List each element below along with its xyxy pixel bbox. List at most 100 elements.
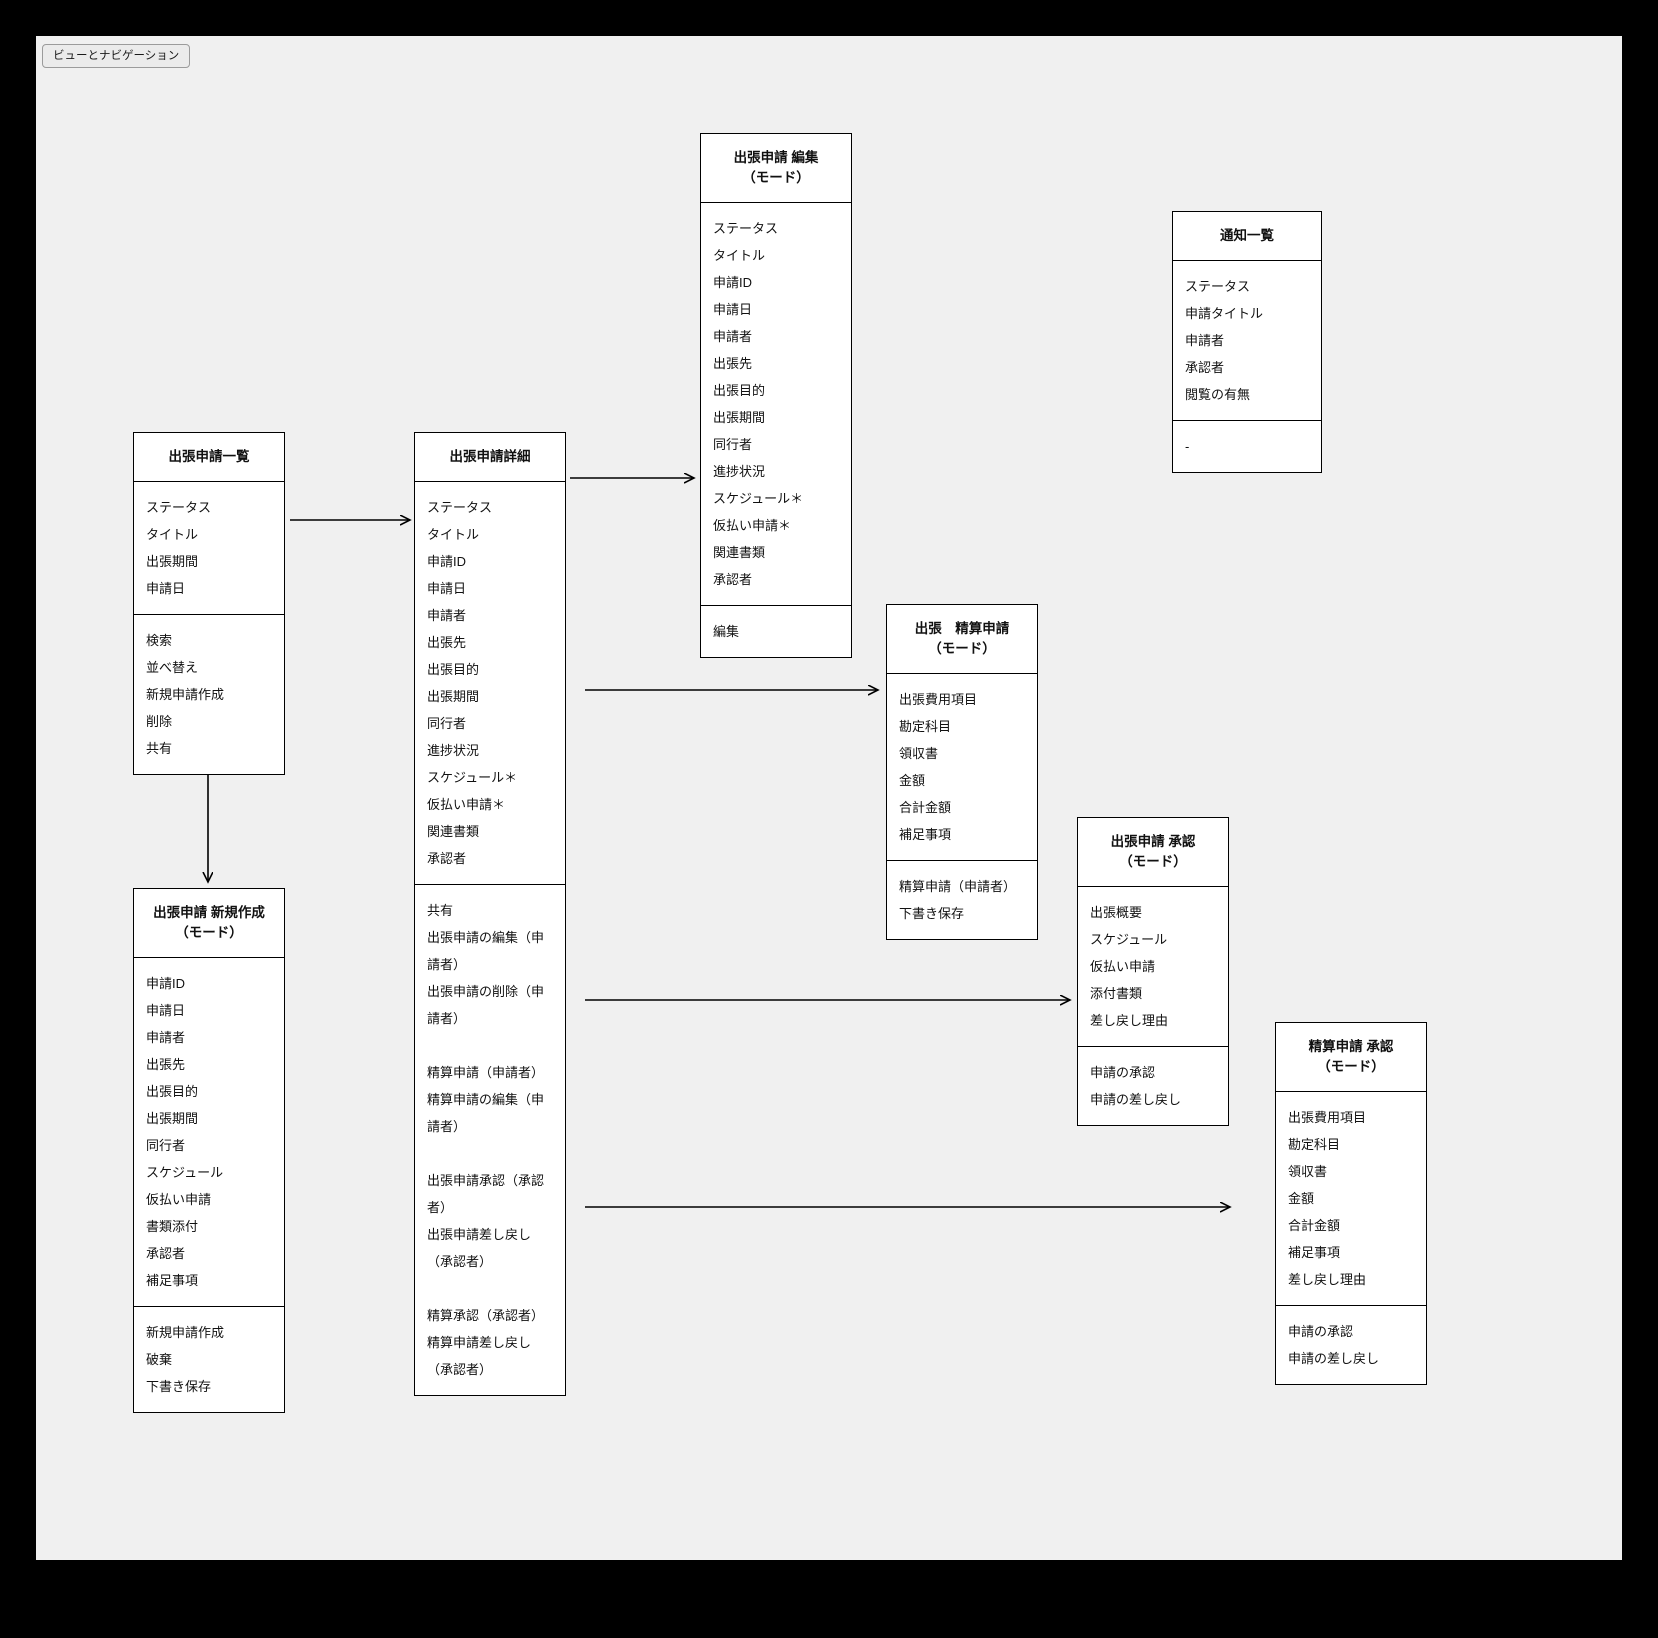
list-item: タイトル [146, 527, 199, 542]
list-item: 勘定科目 [899, 719, 952, 734]
list-item: 出張概要 [1090, 905, 1143, 920]
box-title: 出張申請 承認 [1110, 834, 1196, 849]
list-item [415, 1140, 565, 1167]
list-item: 閲覧の有無 [1185, 387, 1251, 402]
list-item: 下書き保存 [146, 1379, 212, 1394]
list-item: 仮払い申請 [146, 1192, 212, 1207]
list-item: 申請の承認 [1090, 1065, 1156, 1080]
list-item: 削除 [146, 714, 173, 729]
list-item: 申請ID [427, 554, 467, 569]
list-item: 申請ID [146, 976, 186, 991]
list-item: ステータス [146, 500, 212, 515]
list-item: タイトル [713, 248, 766, 263]
list-item: 出張申請差し戻し（承認者） [427, 1227, 532, 1269]
list-item: 申請者 [146, 1030, 186, 1045]
fields-section: 出張費用項目勘定科目領収書金額合計金額補足事項 [887, 674, 1037, 860]
box-title: 精算申請 承認 [1308, 1039, 1394, 1054]
list-item: 領収書 [899, 746, 939, 761]
list-item: 並べ替え [146, 660, 199, 675]
list-item: 差し戻し理由 [1288, 1272, 1367, 1287]
box-subtitle: （モード） [1317, 1059, 1385, 1074]
list-item: 精算申請（申請者） [427, 1065, 545, 1080]
box-trip-request-list[interactable]: 出張申請一覧 ステータスタイトル出張期間申請日 検索並べ替え新規申請作成削除共有 [133, 432, 285, 775]
list-item: 承認者 [713, 572, 753, 587]
list-item: 同行者 [427, 716, 467, 731]
actions-section: 申請の承認申請の差し戻し [1078, 1046, 1228, 1125]
list-item [415, 1032, 565, 1059]
list-item: 申請日 [146, 581, 186, 596]
box-title: 出張 精算申請 [914, 621, 1010, 636]
box-subtitle: （モード） [742, 170, 810, 185]
list-item: 申請の承認 [1288, 1324, 1354, 1339]
list-item: 出張先 [713, 356, 753, 371]
list-item: 仮払い申請＊ [713, 518, 792, 533]
actions-section: 精算申請（申請者）下書き保存 [887, 860, 1037, 939]
actions-section: 共有出張申請の編集（申請者）出張申請の削除（申請者）精算申請（申請者）精算申請の… [415, 884, 565, 1395]
list-item: 出張目的 [146, 1084, 199, 1099]
box-header: 出張 精算申請 （モード） [887, 605, 1037, 674]
list-item: 編集 [713, 624, 740, 639]
box-header: 出張申請 編集 （モード） [701, 134, 851, 203]
list-item: 承認者 [1185, 360, 1225, 375]
list-item: 差し戻し理由 [1090, 1013, 1169, 1028]
list-item: 申請者 [427, 608, 467, 623]
list-item: 出張期間 [427, 689, 480, 704]
actions-section: 新規申請作成破棄下書き保存 [134, 1306, 284, 1412]
box-title: 出張申請一覧 [168, 449, 250, 464]
list-item: 出張先 [427, 635, 467, 650]
list-item: 出張期間 [713, 410, 766, 425]
fields-section: 出張費用項目勘定科目領収書金額合計金額補足事項差し戻し理由 [1276, 1092, 1426, 1305]
list-item: 出張費用項目 [899, 692, 978, 707]
list-item: 申請タイトル [1185, 306, 1264, 321]
list-item: 申請日 [427, 581, 467, 596]
box-notification-list[interactable]: 通知一覧 ステータス申請タイトル申請者承認者閲覧の有無 - [1172, 211, 1322, 473]
list-item: 金額 [1288, 1191, 1315, 1206]
list-item: 申請者 [713, 329, 753, 344]
box-header: 通知一覧 [1173, 212, 1321, 261]
list-item: 申請ID [713, 275, 753, 290]
list-item: 金額 [899, 773, 926, 788]
list-item: 申請者 [1185, 333, 1225, 348]
list-item: 検索 [146, 633, 173, 648]
list-item: ステータス [1185, 279, 1251, 294]
frame-label[interactable]: ビューとナビゲーション [42, 44, 191, 68]
list-item: 精算承認（承認者） [427, 1308, 545, 1323]
list-item: 合計金額 [899, 800, 952, 815]
list-item: 新規申請作成 [146, 687, 225, 702]
list-item: 出張目的 [713, 383, 766, 398]
list-item: 勘定科目 [1288, 1137, 1341, 1152]
list-item: 申請日 [713, 302, 753, 317]
list-item: 補足事項 [1288, 1245, 1341, 1260]
box-header: 出張申請 新規作成 （モード） [134, 889, 284, 958]
fields-section: 出張概要スケジュール仮払い申請添付書類差し戻し理由 [1078, 887, 1228, 1046]
list-item: 下書き保存 [899, 906, 965, 921]
fields-section: ステータス申請タイトル申請者承認者閲覧の有無 [1173, 261, 1321, 420]
box-expense-request-approval[interactable]: 精算申請 承認 （モード） 出張費用項目勘定科目領収書金額合計金額補足事項差し戻… [1275, 1022, 1427, 1385]
list-item: - [1185, 439, 1190, 454]
list-item: 申請日 [146, 1003, 186, 1018]
diagram-canvas[interactable]: ビューとナビゲーション 出張申請一覧 ステータスタイトル出張期間申請日 検索並べ… [36, 36, 1622, 1560]
list-item: 出張期間 [146, 1111, 199, 1126]
box-subtitle: （モード） [175, 925, 243, 940]
list-item: 出張申請承認（承認者） [427, 1173, 545, 1215]
list-item: 共有 [427, 903, 454, 918]
box-header: 出張申請詳細 [415, 433, 565, 482]
list-item: 書類添付 [146, 1219, 199, 1234]
list-item: スケジュール＊ [713, 491, 804, 506]
box-trip-request-approval[interactable]: 出張申請 承認 （モード） 出張概要スケジュール仮払い申請添付書類差し戻し理由 … [1077, 817, 1229, 1126]
box-header: 出張申請一覧 [134, 433, 284, 482]
list-item: 出張費用項目 [1288, 1110, 1367, 1125]
list-item: 仮払い申請＊ [427, 797, 506, 812]
box-trip-expense-request[interactable]: 出張 精算申請 （モード） 出張費用項目勘定科目領収書金額合計金額補足事項 精算… [886, 604, 1038, 940]
list-item: ステータス [427, 500, 493, 515]
list-item: 出張申請の編集（申請者） [427, 930, 545, 972]
list-item: 出張目的 [427, 662, 480, 677]
box-title: 出張申請詳細 [449, 449, 531, 464]
list-item: 破棄 [146, 1352, 173, 1367]
